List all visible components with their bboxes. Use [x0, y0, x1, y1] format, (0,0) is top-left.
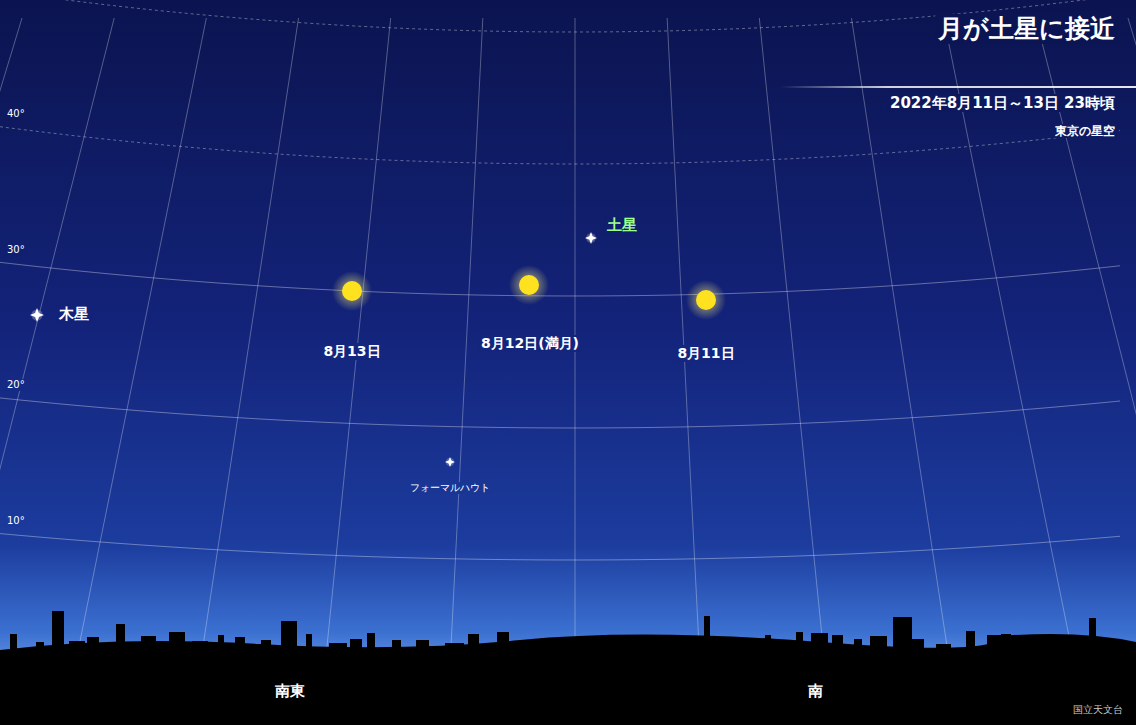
- city-skyline: [0, 611, 1136, 725]
- azimuth-line: [851, 18, 959, 725]
- moon-date: 8月12日(満月): [478, 335, 582, 352]
- altitude-mark: 40°: [4, 108, 28, 120]
- azimuth-line: [575, 18, 576, 725]
- building: [10, 634, 17, 660]
- building: [52, 611, 64, 660]
- moon-glow: [509, 265, 549, 305]
- credit: 国立天文台: [1070, 704, 1126, 716]
- planet-name: 土星: [604, 216, 640, 234]
- azimuth-line: [1036, 18, 1136, 725]
- building: [548, 640, 562, 660]
- building: [218, 635, 224, 660]
- azimuth-line: [0, 18, 22, 725]
- building: [658, 642, 668, 660]
- chart-title: 月が土星に接近: [935, 14, 1118, 44]
- building: [704, 616, 710, 660]
- building: [192, 641, 208, 660]
- building: [367, 633, 375, 660]
- azimuth-line: [191, 18, 299, 725]
- building: [525, 642, 544, 660]
- building: [854, 639, 862, 660]
- building: [392, 640, 401, 660]
- planet-name: 木星: [56, 305, 92, 323]
- moon: [696, 290, 716, 310]
- building: [726, 638, 734, 660]
- azimuth-line: [0, 18, 114, 725]
- date-line: 2022年8月11日～13日 23時頃: [887, 94, 1118, 112]
- building: [306, 634, 312, 660]
- building: [765, 635, 771, 660]
- altitude-line: [0, 398, 1120, 428]
- building: [329, 643, 347, 660]
- moon-date: 8月11日: [674, 345, 737, 362]
- building: [796, 632, 803, 660]
- moon-glow: [686, 280, 726, 320]
- moon-glow: [332, 271, 372, 311]
- altitude-mark: 20°: [4, 379, 28, 391]
- building: [87, 637, 99, 660]
- building: [416, 640, 429, 660]
- location-note: 東京の星空: [1052, 124, 1118, 138]
- celestial-bodies: [30, 232, 726, 467]
- altitude-line: [0, 534, 1120, 560]
- building: [577, 640, 583, 660]
- title-rule: [780, 86, 1136, 88]
- azimuth-line: [1128, 18, 1136, 725]
- building: [1028, 640, 1036, 660]
- altitude-mark: 10°: [4, 515, 28, 527]
- building: [169, 632, 185, 660]
- star-name: フォーマルハウト: [407, 482, 493, 494]
- fomalhaut-star: [445, 457, 455, 467]
- azimuth-line: [63, 18, 206, 725]
- building: [445, 643, 464, 660]
- altitude-line: [0, 262, 1120, 296]
- building: [624, 635, 640, 660]
- saturn-star: [585, 232, 597, 244]
- building: [673, 643, 682, 660]
- azimuth-line: [759, 18, 831, 725]
- direction-label: 南東: [272, 682, 308, 700]
- building: [36, 642, 44, 660]
- azimuth-line: [447, 18, 483, 725]
- building: [811, 633, 828, 660]
- altitude-line: [0, 127, 1120, 164]
- building: [281, 621, 297, 660]
- jupiter-star: [30, 308, 44, 322]
- building: [832, 635, 843, 660]
- direction-label: 南: [805, 682, 826, 700]
- building: [1001, 634, 1011, 660]
- azimuth-line: [667, 18, 703, 725]
- building: [497, 632, 509, 660]
- building: [936, 644, 951, 660]
- moon: [342, 281, 362, 301]
- azimuth-line: [319, 18, 391, 725]
- building: [911, 639, 924, 660]
- building: [350, 639, 362, 660]
- building: [1089, 618, 1096, 660]
- building: [1063, 641, 1069, 660]
- building: [966, 631, 975, 660]
- building: [748, 640, 767, 660]
- building: [116, 624, 125, 660]
- altitude-mark: 30°: [4, 244, 28, 256]
- moon: [519, 275, 539, 295]
- building: [141, 636, 156, 660]
- building: [468, 634, 479, 660]
- building: [1047, 639, 1055, 660]
- moon-date: 8月13日: [320, 343, 383, 360]
- building: [870, 636, 887, 660]
- building: [235, 637, 245, 660]
- building: [69, 641, 85, 660]
- star-glow: [446, 458, 454, 466]
- building: [261, 640, 271, 660]
- building: [601, 635, 608, 660]
- building: [640, 643, 647, 660]
- building: [893, 617, 912, 660]
